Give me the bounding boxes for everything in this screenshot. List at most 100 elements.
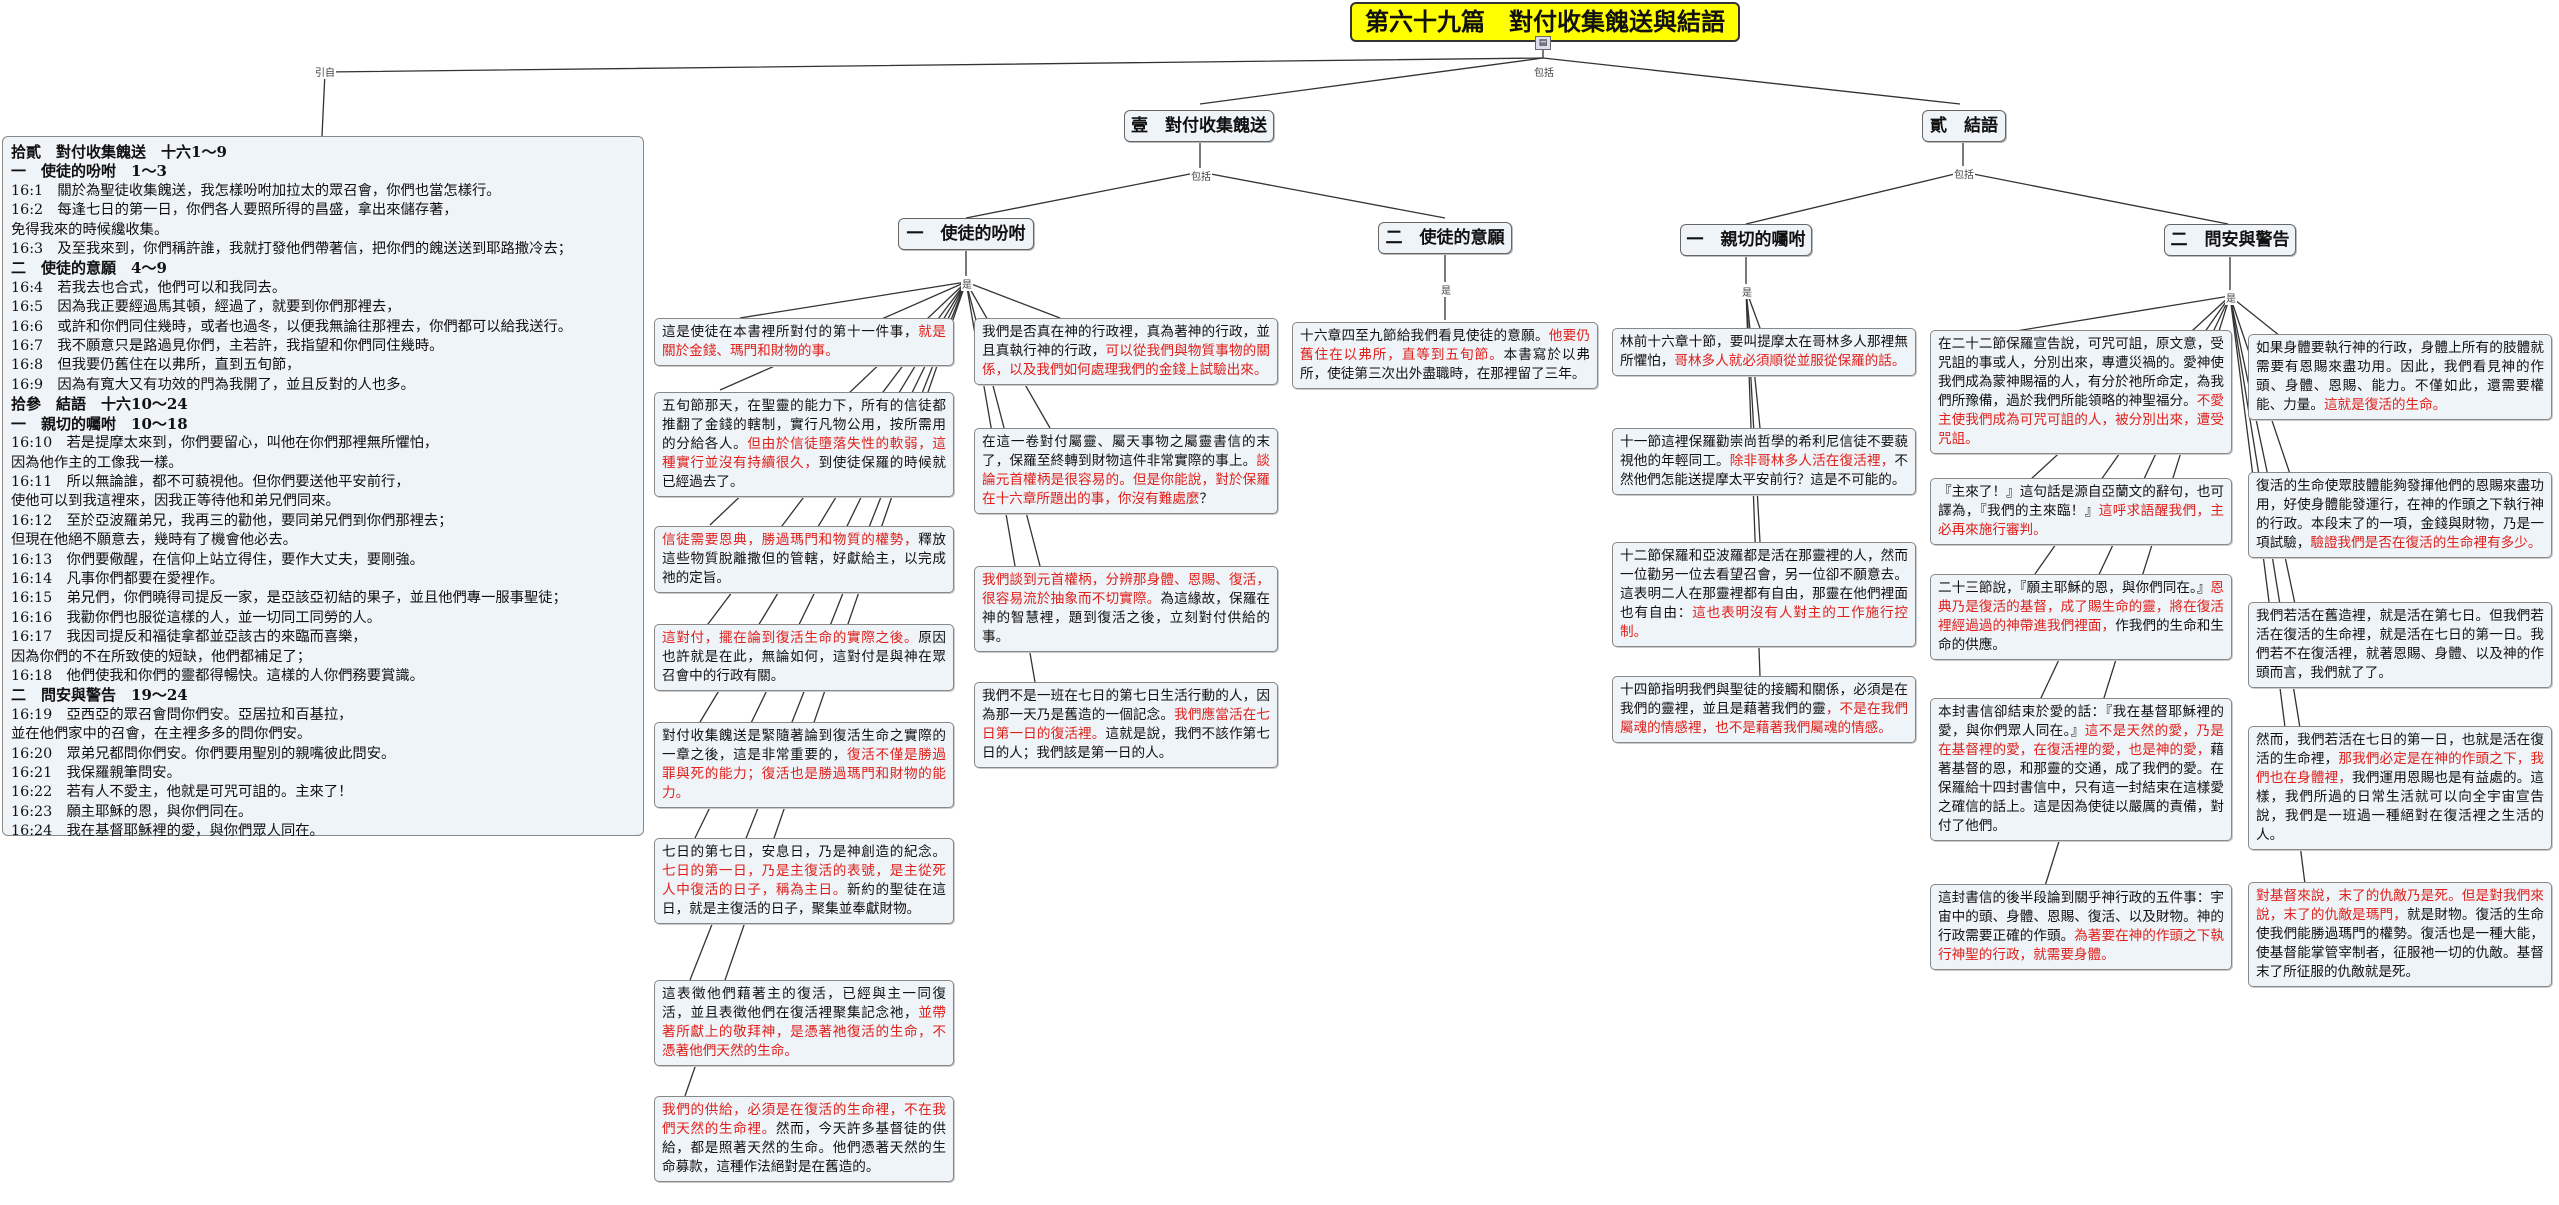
note-text: 我們若活在舊造裡，就是活在第七日。但我們若活在復活的生命裡，就是活在七日的第一日…: [2256, 608, 2544, 681]
outline-heading: 一 親切的囑咐 10～18: [11, 414, 188, 433]
outline-verse: 16:24 我在基督耶穌裡的愛，與你們眾人同在。: [11, 823, 324, 840]
topic-jieyu[interactable]: 貳 結語: [1922, 110, 2006, 142]
note-e3[interactable]: 二十三節說，『願主耶穌的恩，與你們同在。』恩典乃是復活的基督，成了賜生命的靈，將…: [1930, 574, 2232, 660]
note-text: 本書寫於以弗所，使徒第三次出外盡職時，在那裡留了三年。: [1300, 347, 1591, 382]
note-d1[interactable]: 林前十六章十節，要叫提摩太在哥林多人那裡無所懼怕，哥林多人就必須順從並服從保羅的…: [1612, 328, 1916, 376]
outline-heading: 二 使徒的意願 4～9: [11, 259, 167, 278]
highlight-text: 並帶著所獻上的敬拜神，是憑著祂復活的生命，不憑著他們天然的生命。: [662, 1005, 947, 1059]
outline-verse: 因為你們的不在所致使的短缺，他們都補足了；: [11, 648, 312, 665]
note-b3[interactable]: 我們談到元首權柄，分辨那身體、恩賜、復活，很容易流於抽象而不切實際。為這緣故，保…: [974, 566, 1278, 652]
highlight-text: 這對付，擺在論到復活生命的實際之後。: [662, 630, 919, 646]
note-a2[interactable]: 五旬節那天，在聖靈的能力下，所有的信徒都推翻了金錢的轄制，實行凡物公用，按所需用…: [654, 392, 954, 497]
note-text: 『主來了！』這句話是源自亞蘭文的辭句，也可譯為，『我們的主來臨！』: [1938, 484, 2224, 519]
outline-verse: 16:8 但我要仍舊住在以弗所，直到五旬節，: [11, 357, 301, 374]
outline-verse: 16:1 關於為聖徒收集餽送，我怎樣吩咐加拉太的眾召會，你們也當怎樣行。: [11, 182, 501, 199]
outline-heading: 二 問安與警告 19～24: [11, 686, 188, 705]
note-a1[interactable]: 這是使徒在本書裡所對付的第十一件事，就是關於金錢、瑪門和財物的事。: [654, 318, 954, 366]
outline-verse: 16:12 至於亞波羅弟兄，我再三的勸他，要同弟兄們到你們那裡去；: [11, 512, 453, 529]
outline-verse: 16:4 若我去也合式，他們可以和我同去。: [11, 279, 287, 296]
outline-verse: 16:14 凡事你們都要在愛裡作。: [11, 570, 224, 587]
note-f3[interactable]: 我們若活在舊造裡，就是活在第七日。但我們若活在復活的生命裡，就是活在七日的第一日…: [2248, 602, 2552, 688]
outline-verse: 16:5 因為我正要經過馬其頓，經過了，就要到你們那裡去，: [11, 299, 401, 316]
note-e5[interactable]: 這封書信的後半段論到關乎神行政的五件事：宇宙中的頭、身體、恩賜、復活、以及財物。…: [1930, 884, 2232, 970]
highlight-text: 復活不僅是勝過罪與死的能力；復活也是勝過瑪門和財物的能力。: [662, 747, 947, 801]
label-baokuo-root: 包括: [1533, 64, 1555, 79]
note-text: 不然他們怎能送提摩太平安前行？這是不可能的。: [1620, 453, 1909, 488]
highlight-text: 那我們必定是在神的作頭之下，我們也在身體裡，: [2256, 751, 2545, 786]
note-text: 二十三節說，『願主耶穌的恩，與你們同在。』: [1938, 580, 2211, 596]
note-a4[interactable]: 這對付，擺在論到復活生命的實際之後。原因也許就是在此，無論如何，這對付是與神在眾…: [654, 624, 954, 691]
outline-verse: 並在他們家中的召會，在主裡多多的問你們安。: [11, 726, 312, 743]
note-text: 七日的第七日，安息日，乃是神創造的紀念。: [662, 844, 946, 860]
note-f1[interactable]: 如果身體要執行神的行政，身體上所有的肢體就需要有恩賜來盡功用。因此，我們看見神的…: [2248, 334, 2552, 420]
note-b2[interactable]: 在這一卷對付屬靈、屬天事物之屬靈書信的末了，保羅至終轉到財物這件非常實際的事上。…: [974, 428, 1278, 514]
outline-verse: 16:16 我勸你們也服從這樣的人，並一切同工同勞的人。: [11, 609, 382, 626]
note-text: 我們是否真在神的行政裡，真為著神的行政，並且真執行神的行政，: [982, 324, 1270, 359]
highlight-text: 信徒需要恩典，勝過瑪門和物質的權勢，: [662, 532, 919, 548]
note-a5[interactable]: 對付收集餽送是緊隨著論到復活生命之實際的一章之後，這是非常重要的，復活不僅是勝過…: [654, 722, 954, 808]
note-e4[interactable]: 本封書信卻結束於愛的話：『我在基督耶穌裡的愛，與你們眾人同在。』這不是天然的愛，…: [1930, 698, 2232, 841]
outline-verse: 使他可以到我這裡來，因我正等待他和弟兄們同來。: [11, 493, 340, 510]
highlight-text: 就是關於金錢、瑪門和財物的事。: [662, 324, 947, 359]
highlight-text: 哥林多人就必須順從並服從保羅的話。: [1674, 353, 1906, 369]
highlight-text: 我們的供給，必須是在復活的生命裡，不在我們天然的生命裡。: [662, 1102, 946, 1137]
note-text: 十一節這裡保羅勸崇尚哲學的希利尼信徒不要藐視他的年輕同工。: [1620, 434, 1908, 469]
note-b1[interactable]: 我們是否真在神的行政裡，真為著神的行政，並且真執行神的行政，可以從我們與物質事物…: [974, 318, 1278, 385]
highlight-text: 但由於信徒墮落失性的軟弱，這種實行並沒有持續很久，: [662, 436, 947, 471]
outline-verse: 16:17 我因司提反和福徒拿都並亞該古的來臨而喜樂，: [11, 629, 367, 646]
outline-verse: 16:20 眾弟兄都問你們安。你們要用聖別的親嘴彼此問安。: [11, 745, 396, 762]
highlight-text: 除非哥林多人活在復活裡，: [1729, 453, 1895, 469]
label-shi-2: 是: [1440, 282, 1452, 297]
highlight-text: 他要仍舊住在以弗所，直等到五旬節。: [1300, 328, 1590, 363]
subtopic-yiyuan[interactable]: 二 使徒的意願: [1378, 222, 1512, 254]
subtopic-zhufu[interactable]: 一 親切的囑咐: [1680, 224, 1812, 256]
outline-verse: 因為他作主的工像我一樣。: [11, 454, 183, 471]
note-d2[interactable]: 十一節這裡保羅勸崇尚哲學的希利尼信徒不要藐視他的年輕同工。除非哥林多人活在復活裡…: [1612, 428, 1916, 495]
note-e2[interactable]: 『主來了！』這句話是源自亞蘭文的辭句，也可譯為，『我們的主來臨！』這呼求語醒我們…: [1930, 478, 2232, 545]
note-text: 釋放這些物質脫離撒但的管轄，好獻給主，以完成祂的定旨。: [662, 532, 947, 586]
note-a8[interactable]: 我們的供給，必須是在復活的生命裡，不在我們天然的生命裡。然而，今天許多基督徒的供…: [654, 1096, 954, 1182]
note-icon[interactable]: ▤: [1535, 36, 1551, 50]
note-d4[interactable]: 十四節指明我們與聖徒的接觸和關係，必須是在我們的靈裡，並且是藉著我們的靈，不是在…: [1612, 676, 1916, 743]
topic-duifu[interactable]: 壹 對付收集餽送: [1124, 110, 1274, 142]
note-f5[interactable]: 對基督來說，末了的仇敵乃是死。但是對我們來說，末了的仇敵是瑪門，就是財物。復活的…: [2248, 882, 2552, 987]
note-f4[interactable]: 然而，我們若活在七日的第一日，也就是活在復活的生命裡，那我們必定是在神的作頭之下…: [2248, 726, 2552, 850]
highlight-text: 恩典乃是復活的基督，成了賜生命的靈，將在復活裡經過過的神帶進我們裡面，: [1938, 580, 2224, 634]
note-text: 本封書信卻結束於愛的話：『我在基督耶穌裡的愛，與你們眾人同在。』: [1938, 704, 2224, 739]
note-b4[interactable]: 我們不是一班在七日的第七日生活行動的人，因為那一天乃是舊造的一個記念。我們應當活…: [974, 682, 1278, 768]
note-text: 這是使徒在本書裡所對付的第十一件事，: [662, 324, 919, 340]
subtopic-wenan[interactable]: 二 問安與警告: [2164, 224, 2296, 256]
note-a7[interactable]: 這表徵他們藉著主的復活，已經與主一同復活，並且表徵他們在復活裡聚集記念祂，並帶著…: [654, 980, 954, 1066]
highlight-text: 我們應當活在七日第一日的復活裡。: [982, 707, 1271, 742]
note-text: 對付收集餽送是緊隨著論到復活生命之實際的一章之後，這是非常重要的，: [662, 728, 946, 763]
note-e1[interactable]: 在二十二節保羅宣告說，可咒可詛，原文意，受咒詛的事或人，分別出來，專遭災禍的。愛…: [1930, 330, 2232, 454]
label-yinzi: 引自: [314, 64, 336, 79]
note-text: 十二節保羅和亞波羅都是活在那靈裡的人，然而一位勸另一位去看望召會，另一位卻不願意…: [1620, 548, 1908, 621]
outline-verse: 16:21 我保羅親筆問安。: [11, 765, 181, 781]
outline-verse: 16:15 弟兄們，你們曉得司提反一家，是亞該亞初結的果子，並且他們專一服事聖徒…: [11, 590, 567, 607]
note-c1[interactable]: 十六章四至九節給我們看見使徒的意願。他要仍舊住在以弗所，直等到五旬節。本書寫於以…: [1292, 322, 1598, 389]
note-text: 藉著基督的恩，和那靈的交通，成了我們的愛。在保羅給十四封書信中，只有這一封結束在…: [1938, 742, 2224, 834]
outline-verse: 16:2 每逢七日的第一日，你們各人要照所得的昌盛，拿出來儲存著，: [11, 202, 458, 219]
outline-verse: 16:9 因為有寬大又有功效的門為我開了，並且反對的人也多。: [11, 376, 415, 393]
outline-verse: 16:7 我不願意只是路過見你們，主若許，我指望和你們同住幾時。: [11, 338, 444, 355]
note-d3[interactable]: 十二節保羅和亞波羅都是活在那靈裡的人，然而一位勸另一位去看望召會，另一位卻不願意…: [1612, 542, 1916, 647]
outline-verse: 16:11 所以無論誰，都不可藐視他。但你們要送他平安前行，: [11, 473, 410, 490]
label-shi-4: 是: [2225, 290, 2237, 305]
note-text: 五旬節那天，在聖靈的能力下，所有的信徒都推翻了金錢的轄制，實行凡物公用，按所需用…: [662, 398, 946, 452]
note-f2[interactable]: 復活的生命使眾肢體能夠發揮他們的恩賜來盡功用，好使身體能發運行，在神的作頭之下執…: [2248, 472, 2552, 558]
outline-verse: 16:6 或許和你們同住幾時，或者也過冬，以便我無論往那裡去，你們都可以給我送行…: [11, 318, 573, 335]
highlight-text: 這不是天然的愛，乃是在基督裡的愛，在復活裡的愛，也是神的愛，: [1938, 723, 2225, 758]
root-title[interactable]: 第六十九篇 對付收集餽送與結語: [1350, 2, 1740, 42]
outline-verse: 16:13 你們要儆醒，在信仰上站立得住，要作大丈夫，要剛強。: [11, 551, 424, 568]
subtopic-fenfu[interactable]: 一 使徒的吩咐: [898, 218, 1034, 250]
outline-heading: 拾參 結語 十六10～24: [11, 395, 188, 414]
highlight-text: 談論元首權柄是很容易的。但是你能說，對於保羅在十六章所題出的事，你沒有難處麼: [982, 453, 1270, 507]
note-a6[interactable]: 七日的第七日，安息日，乃是神創造的紀念。七日的第一日，乃是主復活的表號，是主從死…: [654, 838, 954, 924]
note-a3[interactable]: 信徒需要恩典，勝過瑪門和物質的權勢，釋放這些物質脫離撒但的管轄，好獻給主，以完成…: [654, 526, 954, 593]
note-text: 如果身體要執行神的行政，身體上所有的肢體就需要有恩賜來盡功用。因此，我們看見神的…: [2256, 340, 2544, 413]
outline-heading: 拾貳 對付收集餽送 十六1～9: [11, 143, 227, 161]
note-text: 在二十二節保羅宣告說，可咒可詛，原文意，受咒詛的事或人，分別出來，專遭災禍的。愛…: [1938, 336, 2224, 409]
note-text: 在這一卷對付屬靈、屬天事物之屬靈書信的末了，保羅至終轉到財物這件非常實際的事上。: [982, 434, 1270, 469]
